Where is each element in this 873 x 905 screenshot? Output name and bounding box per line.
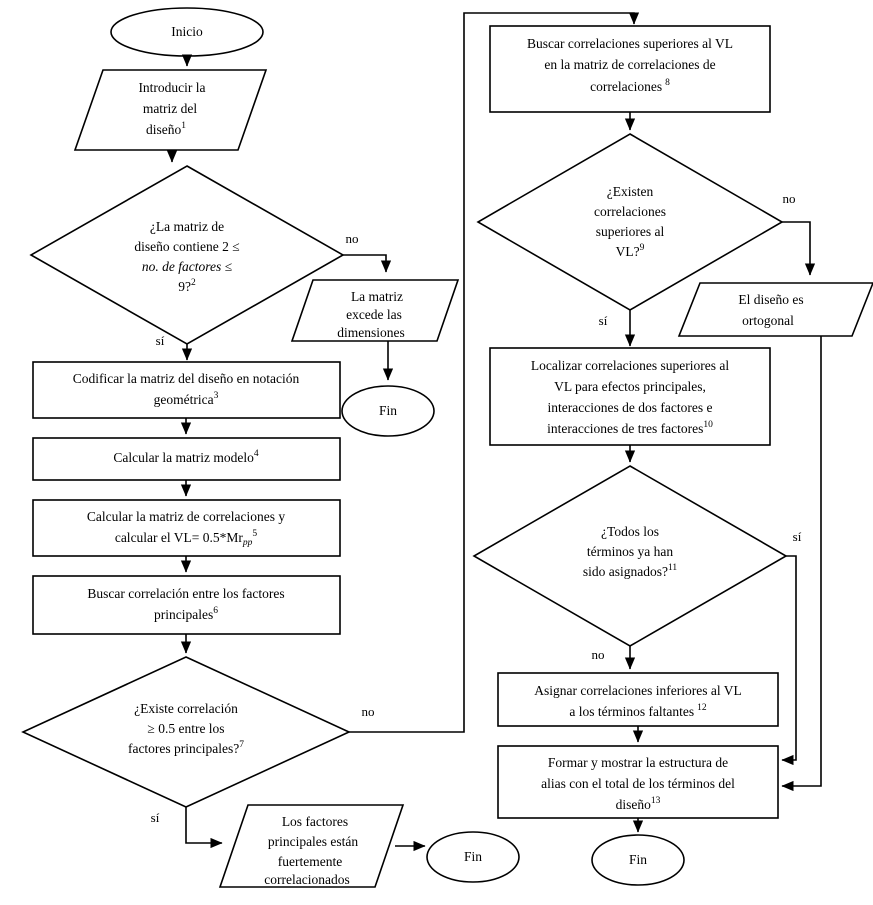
node-codify-line2: geométrica3 <box>154 391 219 407</box>
node-strongly-corr-line2: principales están <box>268 834 359 849</box>
node-strongly-corr <box>218 804 405 888</box>
node-corr-matrix-line1: Calcular la matriz de correlaciones y <box>87 509 286 524</box>
node-search-corr-line1: Buscar correlación entre los factores <box>87 586 284 601</box>
node-model-matrix-line1: Calcular la matriz modelo4 <box>113 449 259 465</box>
node-locate <box>489 347 771 446</box>
node-decide-factors-line2: diseño contiene 2 ≤ <box>134 239 239 254</box>
node-decide-corr05-line2: ≥ 0.5 entre los <box>147 721 224 736</box>
edge-label-si-1: sí <box>156 333 165 348</box>
node-decide-sup-vl-line1: ¿Existen <box>607 184 654 199</box>
node-locate-line3: interacciones de dos factores e <box>548 400 713 415</box>
node-decide-factors-line1: ¿La matriz de <box>150 219 224 234</box>
edge-decide-corr05-no <box>349 12 640 733</box>
node-decide-corr05-line3: factores principales?7 <box>128 740 244 756</box>
node-decide-factors-line4: 9?2 <box>178 278 196 294</box>
node-form-alias-line3: diseño13 <box>616 796 661 812</box>
node-search-corr-line2: principales6 <box>154 606 218 622</box>
edge-decide-corr05-yes <box>185 807 223 849</box>
edge-label-no-3: no <box>783 191 796 206</box>
node-exceeds-line3: dimensiones <box>337 325 405 340</box>
node-orthogonal <box>677 282 873 337</box>
node-decide-terms-line1: ¿Todos los <box>601 524 659 539</box>
node-end-final-label: Fin <box>629 852 647 867</box>
node-end-exceeds <box>341 385 435 437</box>
node-search-corr <box>32 575 341 635</box>
node-decide-terms-line3: sido asignados?11 <box>583 563 678 579</box>
node-form-alias <box>497 745 779 819</box>
edge-label-no-4: no <box>592 647 605 662</box>
edge-decide-sup-vl-no <box>782 221 816 276</box>
node-decide-factors-line3: no. de factores ≤ <box>142 259 232 274</box>
node-decide-factors <box>29 165 345 345</box>
node-end-exceeds-label: Fin <box>379 403 397 418</box>
node-strongly-corr-line3: fuertemente <box>278 854 342 869</box>
node-decide-corr05-line1: ¿Existe correlación <box>134 701 238 716</box>
node-corr-matrix-line2: calcular el VL= 0.5*Mrpp5 <box>115 529 258 548</box>
node-start-label: Inicio <box>171 24 203 39</box>
node-orthogonal-line1: El diseño es <box>738 292 803 307</box>
node-assign-line1: Asignar correlaciones inferiores al VL <box>534 683 741 698</box>
node-decide-sup-vl-line3: superiores al <box>596 224 665 239</box>
node-search-sup-vl-line2: en la matriz de correlaciones de <box>544 57 715 72</box>
node-exceeds-line1: La matriz <box>351 289 403 304</box>
node-input-matrix-line3: diseño1 <box>146 121 186 137</box>
node-search-sup-vl <box>489 25 771 113</box>
node-end-final <box>591 834 685 886</box>
node-search-sup-vl-line1: Buscar correlaciones superiores al VL <box>527 36 733 51</box>
node-locate-line1: Localizar correlaciones superiores al <box>531 358 730 373</box>
node-input-matrix <box>73 69 268 151</box>
node-form-alias-line1: Formar y mostrar la estructura de <box>548 755 728 770</box>
edge-orthogonal-to-form <box>781 336 822 792</box>
node-model-matrix <box>32 437 341 481</box>
node-orthogonal-line2: ortogonal <box>742 313 794 328</box>
node-locate-line4: interacciones de tres factores10 <box>547 420 713 436</box>
node-strongly-corr-line1: Los factores <box>282 814 348 829</box>
edge-decide-terms-yes <box>781 555 797 766</box>
node-exceeds <box>290 279 460 342</box>
edge-label-no-2: no <box>362 704 375 719</box>
node-decide-sup-vl-line4: VL?9 <box>616 243 645 259</box>
node-decide-terms-line2: términos ya han <box>587 544 673 559</box>
node-input-matrix-line1: Introducir la <box>138 80 205 95</box>
node-end-strong <box>426 831 520 883</box>
node-end-strong-label: Fin <box>464 849 482 864</box>
node-exceeds-line2: excede las <box>346 307 402 322</box>
node-assign <box>497 672 779 727</box>
node-strongly-corr-line4: correlacionados <box>264 872 349 887</box>
node-locate-line2: VL para efectos principales, <box>554 379 706 394</box>
edge-label-si-2: sí <box>151 810 160 825</box>
edge-label-no-1: no <box>346 231 359 246</box>
node-codify-line1: Codificar la matriz del diseño en notaci… <box>73 371 300 386</box>
edge-decide-factors-no <box>343 254 392 273</box>
node-decide-sup-vl-line2: correlaciones <box>594 204 666 219</box>
edge-label-si-4: sí <box>793 529 802 544</box>
node-corr-matrix <box>32 499 341 557</box>
node-input-matrix-line2: matriz del <box>143 101 198 116</box>
node-form-alias-line2: alias con el total de los términos del <box>541 776 735 791</box>
edge-label-si-3: sí <box>599 313 608 328</box>
